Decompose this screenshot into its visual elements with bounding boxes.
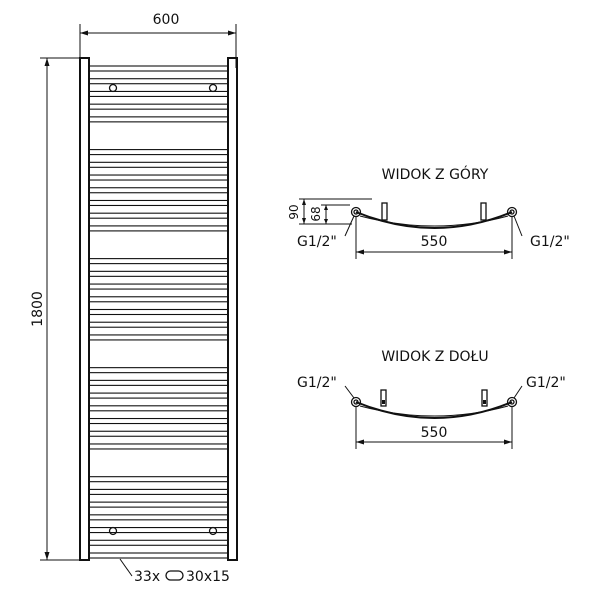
bottom-collector-left bbox=[350, 396, 362, 408]
rung bbox=[88, 405, 229, 412]
rung bbox=[88, 187, 229, 194]
rungs bbox=[88, 65, 229, 559]
front-view: 600 1800 33x 30x15 bbox=[30, 12, 238, 585]
tube-count: 33x bbox=[134, 569, 160, 585]
rung bbox=[88, 149, 229, 156]
rung bbox=[88, 334, 229, 341]
rung bbox=[88, 308, 229, 316]
rung bbox=[88, 476, 229, 483]
rung bbox=[88, 296, 229, 303]
top-view-title: WIDOK Z GÓRY bbox=[382, 165, 489, 183]
top-thread-left: G1/2" bbox=[297, 234, 337, 250]
rung bbox=[88, 417, 229, 425]
top-thread-right: G1/2" bbox=[530, 234, 570, 250]
rung bbox=[88, 392, 229, 399]
bottom-collector-right bbox=[506, 396, 518, 408]
top-span-label: 550 bbox=[421, 234, 448, 250]
bracket-left bbox=[381, 202, 388, 221]
bottom-thread-left: G1/2" bbox=[297, 375, 337, 391]
bottom-profile-curve bbox=[355, 401, 513, 419]
bottom-bracket-right bbox=[481, 389, 488, 407]
rung bbox=[88, 199, 229, 207]
rung bbox=[88, 379, 229, 386]
rung bbox=[88, 90, 229, 97]
rung bbox=[88, 212, 229, 219]
radiator-front bbox=[79, 57, 238, 561]
bottom-bracket-left bbox=[380, 389, 387, 407]
bottom-view-title: WIDOK Z DOŁU bbox=[381, 349, 488, 365]
rung bbox=[88, 367, 229, 374]
rung bbox=[88, 225, 229, 232]
port-bottom-right bbox=[208, 526, 218, 536]
rung bbox=[88, 514, 229, 521]
height-label: 1800 bbox=[30, 291, 46, 327]
rung bbox=[88, 116, 229, 123]
rung bbox=[88, 258, 229, 265]
top-view: WIDOK Z GÓRY 90 68 G1/2" G1/2" 550 bbox=[287, 165, 570, 259]
rung bbox=[88, 103, 229, 110]
rung bbox=[88, 488, 229, 495]
port-bottom-left bbox=[108, 526, 118, 536]
collector-right bbox=[506, 206, 518, 218]
rung bbox=[88, 539, 229, 546]
bracket-right bbox=[480, 202, 487, 221]
depth-outer-label: 90 bbox=[287, 204, 301, 219]
rung bbox=[88, 161, 229, 168]
tube-size: 30x15 bbox=[186, 569, 230, 585]
rung bbox=[88, 430, 229, 437]
bottom-span-label: 550 bbox=[421, 425, 448, 441]
bottom-thread-right: G1/2" bbox=[526, 375, 566, 391]
depth-inner-label: 68 bbox=[309, 206, 323, 221]
right-collector bbox=[227, 57, 238, 561]
height-dimension: 1800 bbox=[30, 57, 84, 561]
rung bbox=[88, 443, 229, 450]
rung bbox=[88, 527, 229, 534]
rung bbox=[88, 270, 229, 277]
rung bbox=[88, 283, 229, 290]
rung bbox=[88, 552, 229, 559]
port-top-left bbox=[108, 83, 118, 93]
bottom-view: WIDOK Z DOŁU G1/2" G1/2" 550 bbox=[297, 349, 566, 449]
top-profile-curve bbox=[355, 211, 513, 229]
rung bbox=[88, 65, 229, 72]
rung bbox=[88, 78, 229, 85]
rung bbox=[88, 321, 229, 328]
width-label: 600 bbox=[153, 12, 180, 28]
rung bbox=[88, 501, 229, 508]
port-top-right bbox=[208, 83, 218, 93]
collector-left bbox=[350, 206, 362, 218]
oval-tube-icon bbox=[165, 570, 184, 581]
rung bbox=[88, 174, 229, 181]
left-collector bbox=[79, 57, 90, 561]
width-dimension: 600 bbox=[79, 12, 237, 68]
tube-spec-callout: 33x 30x15 bbox=[119, 558, 230, 585]
